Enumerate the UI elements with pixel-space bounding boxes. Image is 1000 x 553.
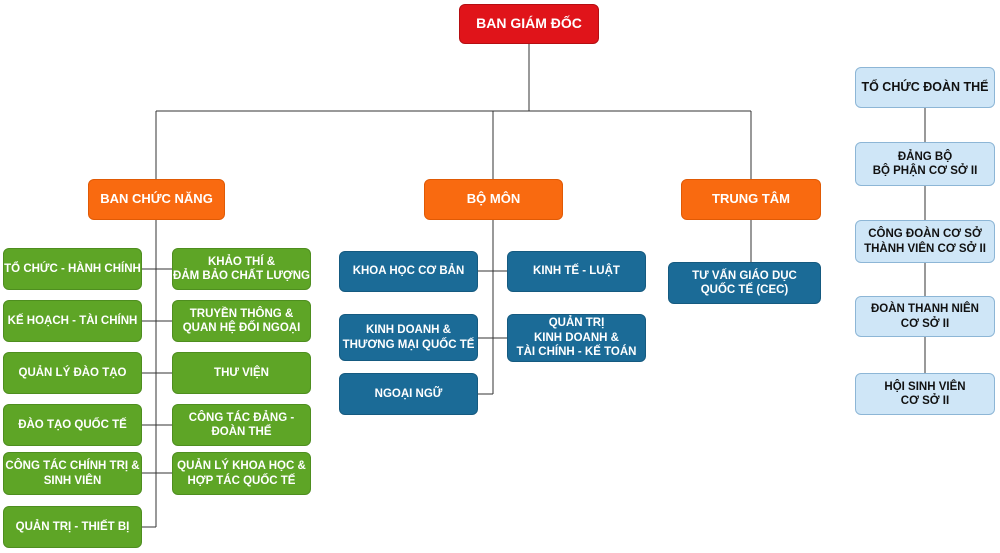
group-functional-box[interactable]: BAN CHỨC NĂNG: [88, 179, 225, 220]
functional-unit-box[interactable]: CÔNG TÁC CHÍNH TRỊ & SINH VIÊN: [3, 452, 142, 495]
department-unit-box[interactable]: KHOA HỌC CƠ BẢN: [339, 251, 478, 292]
department-unit-box[interactable]: NGOẠI NGỮ: [339, 373, 478, 415]
functional-unit-box[interactable]: THƯ VIỆN: [172, 352, 311, 394]
functional-unit-box[interactable]: TRUYỀN THÔNG & QUAN HỆ ĐỐI NGOẠI: [172, 300, 311, 342]
group-center-box[interactable]: TRUNG TÂM: [681, 179, 821, 220]
center-unit-box[interactable]: TƯ VẤN GIÁO DỤC QUỐC TẾ (CEC): [668, 262, 821, 304]
functional-unit-box[interactable]: KHẢO THÍ & ĐẢM BẢO CHẤT LƯỢNG: [172, 248, 311, 290]
union-unit-box[interactable]: ĐOÀN THANH NIÊN CƠ SỞ II: [855, 296, 995, 337]
department-unit-box[interactable]: KINH TẾ - LUẬT: [507, 251, 646, 292]
department-unit-box[interactable]: KINH DOANH & THƯƠNG MẠI QUỐC TẾ: [339, 314, 478, 361]
union-unit-box[interactable]: CÔNG ĐOÀN CƠ SỞ THÀNH VIÊN CƠ SỞ II: [855, 220, 995, 263]
department-unit-box[interactable]: QUẢN TRỊ KINH DOANH & TÀI CHÍNH - KẾ TOÁ…: [507, 314, 646, 362]
union-unit-box[interactable]: HỘI SINH VIÊN CƠ SỞ II: [855, 373, 995, 415]
functional-unit-box[interactable]: ĐÀO TẠO QUỐC TẾ: [3, 404, 142, 446]
union-unit-box[interactable]: ĐẢNG BỘ BỘ PHẬN CƠ SỞ II: [855, 142, 995, 186]
director-box[interactable]: BAN GIÁM ĐỐC: [459, 4, 599, 44]
functional-unit-box[interactable]: KẾ HOẠCH - TÀI CHÍNH: [3, 300, 142, 342]
functional-unit-box[interactable]: QUẢN LÝ ĐÀO TẠO: [3, 352, 142, 394]
functional-unit-box[interactable]: QUẢN LÝ KHOA HỌC & HỢP TÁC QUỐC TẾ: [172, 452, 311, 495]
unions-title-box[interactable]: TỔ CHỨC ĐOÀN THỂ: [855, 67, 995, 108]
group-departments-box[interactable]: BỘ MÔN: [424, 179, 563, 220]
functional-unit-box[interactable]: CÔNG TÁC ĐẢNG - ĐOÀN THỂ: [172, 404, 311, 446]
functional-unit-box[interactable]: QUẢN TRỊ - THIẾT BỊ: [3, 506, 142, 548]
functional-unit-box[interactable]: TỔ CHỨC - HÀNH CHÍNH: [3, 248, 142, 290]
